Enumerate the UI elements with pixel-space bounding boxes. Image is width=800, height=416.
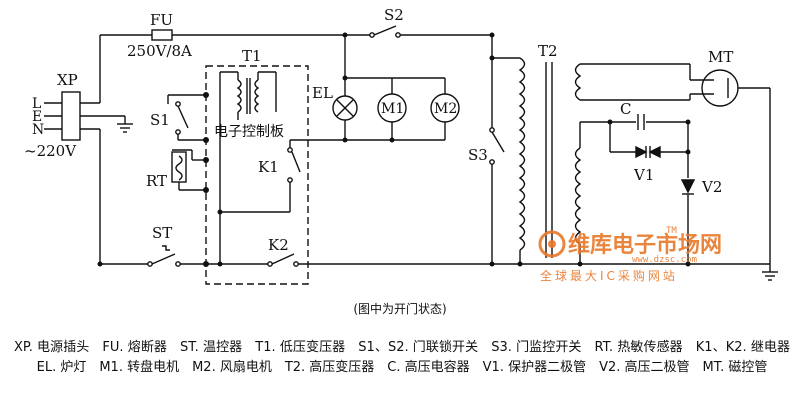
thermostat-st xyxy=(151,253,176,265)
switch-s1 xyxy=(177,105,189,129)
label-voltage: ~220V xyxy=(24,142,77,160)
label-n: N xyxy=(32,122,44,138)
watermark: 维库电子市场网 TM www.dzsc.com 全球最大IC采购网站 xyxy=(538,226,722,283)
diode-v1 xyxy=(635,145,648,159)
transformer-t1 xyxy=(236,79,242,113)
diode-v2 xyxy=(680,179,696,194)
label-m1: M1 xyxy=(381,101,404,117)
label-s2: S2 xyxy=(384,6,404,24)
label-m2: M2 xyxy=(434,101,457,117)
transformer-t2 xyxy=(518,57,526,251)
label-k2: K2 xyxy=(268,236,289,254)
control-board xyxy=(205,65,309,285)
svg-text:全球最大IC采购网站: 全球最大IC采购网站 xyxy=(540,268,678,283)
label-fuse-rating: 250V/8A xyxy=(127,42,192,60)
label-t2: T2 xyxy=(538,42,558,60)
relay-k1 xyxy=(291,151,301,173)
label-control-board: 电子控制板 xyxy=(214,124,284,140)
label-el: EL xyxy=(312,84,333,102)
label-fu: FU xyxy=(150,11,173,29)
magnetron-mt xyxy=(701,69,739,107)
label-c: C xyxy=(620,100,631,118)
svg-text:www.dzsc.com: www.dzsc.com xyxy=(632,255,697,265)
svg-text:TM: TM xyxy=(666,226,677,236)
diagram-caption: (图中为开门状态) xyxy=(353,302,447,316)
svg-text:维库电子市场网: 维库电子市场网 xyxy=(568,232,722,258)
fuse-fu xyxy=(151,29,173,41)
switch-s3 xyxy=(491,131,505,153)
label-v1: V1 xyxy=(633,166,654,184)
switch-s2 xyxy=(373,25,397,36)
label-t1: T1 xyxy=(242,47,262,65)
relay-k2 xyxy=(271,253,295,265)
component-legend: XP. 电源插头 FU. 熔断器 ST. 温控器 T1. 低压变压器 S1、S2… xyxy=(14,340,800,375)
label-s1: S1 xyxy=(150,111,170,129)
label-e: E xyxy=(32,109,42,125)
label-v2: V2 xyxy=(701,178,722,196)
circuit-diagram: 维库电子市场网 TM www.dzsc.com 全球最大IC采购网站 FU 25… xyxy=(24,6,778,285)
label-l: L xyxy=(32,96,41,112)
plug-xp xyxy=(61,91,81,141)
label-k1: K1 xyxy=(258,158,279,176)
label-rt: RT xyxy=(146,172,167,190)
label-xp: XP xyxy=(57,71,78,89)
label-mt: MT xyxy=(708,48,733,66)
label-st: ST xyxy=(152,224,172,242)
label-s3: S3 xyxy=(468,146,488,164)
